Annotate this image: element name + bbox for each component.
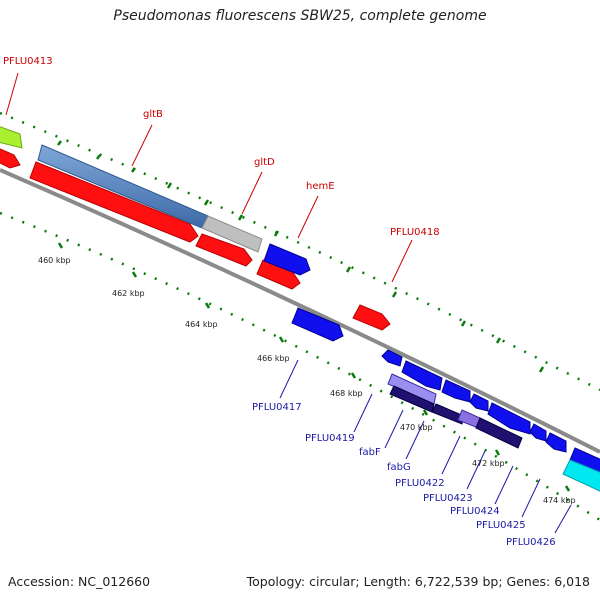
reverse-strand-genes — [263, 243, 600, 492]
tick-label-466: 466 kbp — [257, 354, 290, 363]
genome-summary-text: Topology: circular; Length: 6,722,539 bp… — [246, 574, 590, 589]
tick-label-464: 464 kbp — [185, 320, 218, 329]
gene-pflu0413-forward — [0, 148, 21, 169]
gene-label-pflu0413: PFLU0413 — [3, 56, 53, 67]
tick-label-462: 462 kbp — [112, 289, 145, 298]
gene-pflu0423-reverse — [487, 402, 531, 435]
gene-label-pflu0426: PFLU0426 — [506, 537, 556, 548]
gene-pflu0422-reverse — [469, 393, 489, 412]
reverse-gene-labels: PFLU0417 PFLU0419 fabF fabG PFLU0422 PFL… — [252, 402, 556, 548]
kbp-tick-labels: 460 kbp 462 kbp 464 kbp 466 kbp 468 kbp … — [38, 256, 576, 505]
forward-strand-genes — [0, 148, 391, 331]
tick-label-472: 472 kbp — [472, 459, 505, 468]
gene-pflu0419-reverse — [381, 349, 403, 367]
tick-label-468: 468 kbp — [330, 389, 363, 398]
gene-pflu0418-forward — [352, 304, 391, 331]
inner-major-ticks — [57, 242, 571, 492]
gene-label-pflu0417: PFLU0417 — [252, 402, 302, 413]
feature-pflu0426-band — [562, 459, 600, 492]
map-title: Pseudomonas fluorescens SBW25, complete … — [113, 8, 487, 24]
gene-fabg-reverse — [441, 379, 471, 403]
outer-tick-ring — [0, 111, 600, 392]
gene-label-gltb: gltB — [143, 109, 163, 120]
outer-major-ticks — [57, 140, 545, 373]
gene-fabf-reverse — [401, 360, 443, 391]
gene-label-pflu0423: PFLU0423 — [423, 493, 473, 504]
feature-pflu0413-band — [0, 126, 23, 149]
gene-gltb-forward — [29, 161, 199, 243]
backbone-line — [0, 168, 600, 454]
feature-band — [0, 126, 263, 253]
gene-label-pflu0422: PFLU0422 — [395, 478, 445, 489]
gene-label-gltd: gltD — [254, 157, 275, 168]
overlay-features — [387, 373, 523, 449]
overlay-pflu0423 — [475, 417, 523, 449]
gene-label-fabf: fabF — [359, 447, 381, 458]
tick-label-474: 474 kbp — [543, 496, 576, 505]
gene-heme-reverse — [263, 243, 311, 276]
gene-label-pflu0424: PFLU0424 — [450, 506, 500, 517]
overlay-fabg — [431, 403, 465, 425]
gene-pflu0424-reverse — [529, 423, 547, 442]
tick-label-470: 470 kbp — [400, 423, 433, 432]
gene-pflu0425-reverse — [545, 432, 567, 453]
forward-gene-labels: PFLU0413 gltB gltD hemE PFLU0418 — [3, 56, 440, 238]
gene-pflu0417-reverse — [291, 307, 344, 342]
gene-gltd-forward — [195, 233, 253, 267]
gene-label-fabg: fabG — [387, 462, 411, 473]
tick-label-460: 460 kbp — [38, 256, 71, 265]
gene-label-pflu0425: PFLU0425 — [476, 520, 526, 531]
gene-label-pflu0419: PFLU0419 — [305, 433, 355, 444]
forward-leaders — [5, 72, 413, 283]
feature-gltd-band — [201, 215, 263, 253]
gene-label-heme: hemE — [306, 181, 335, 192]
gene-label-pflu0418: PFLU0418 — [390, 227, 440, 238]
reverse-leaders — [279, 359, 572, 534]
accession-text: Accession: NC_012660 — [8, 574, 151, 589]
